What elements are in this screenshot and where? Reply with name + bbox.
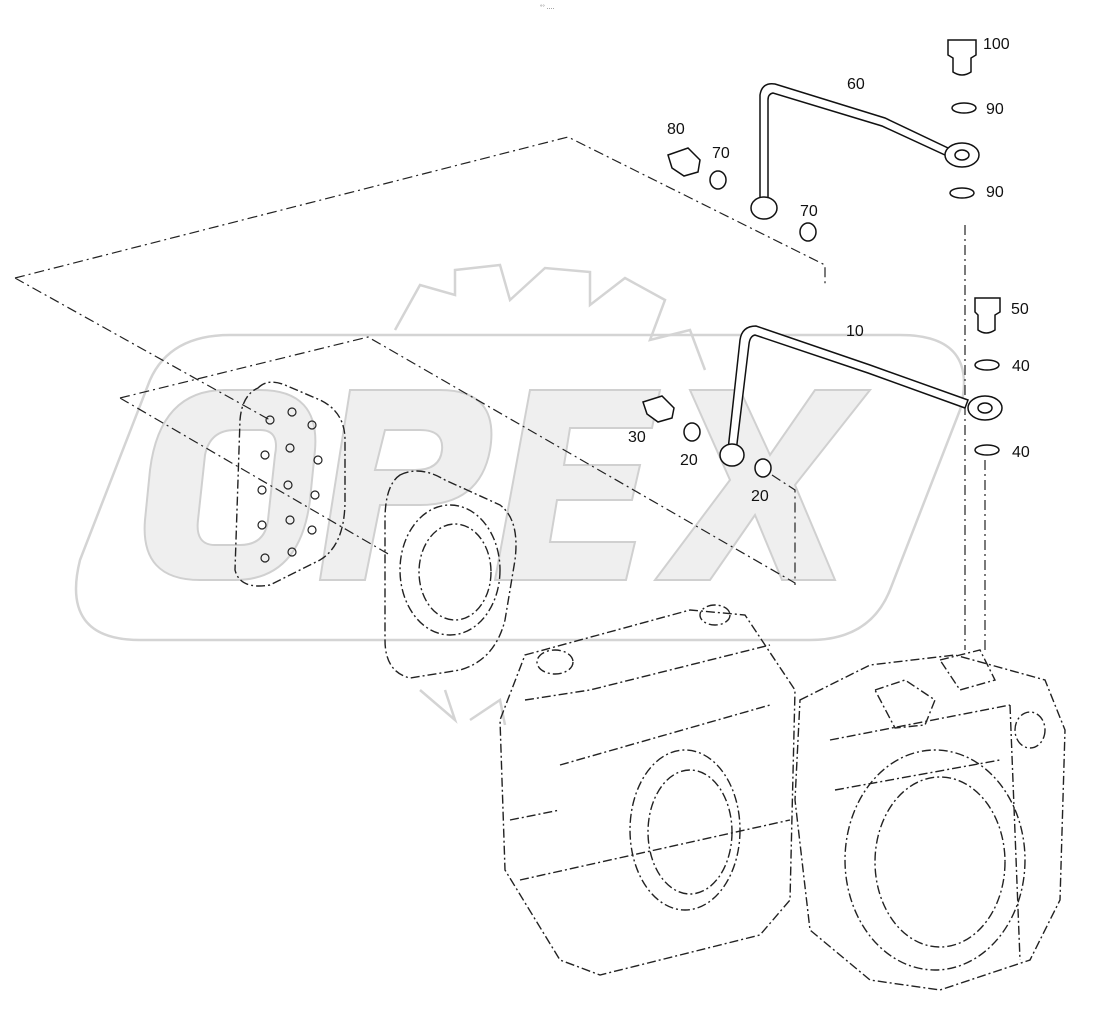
washer-40-lower: [974, 444, 1000, 456]
watermark-outline: [74, 333, 966, 642]
watermark-letter-o: [143, 389, 317, 581]
casing-left-bore-inner: [647, 769, 733, 895]
callout-90-lower: 90: [986, 184, 1004, 201]
casing-left-top-edge: [509, 644, 791, 881]
header-mark: °° ‥‥: [540, 5, 554, 11]
callout-30: 30: [628, 429, 646, 446]
washer-90-upper: [951, 102, 977, 114]
pipe-60-banjo-right-hole: [954, 149, 970, 161]
guide-plane-lower: [119, 336, 796, 584]
casing-right-bore-outer: [844, 749, 1026, 971]
bearing-bore-outer: [399, 504, 501, 636]
cover-plate-outline: [234, 381, 346, 587]
callout-40-upper: 40: [1012, 358, 1030, 375]
callout-40-lower: 40: [1012, 444, 1030, 461]
callout-60: 60: [847, 76, 865, 93]
assembly-guide-lines: [14, 136, 986, 650]
cover-plate-bolt-holes: [257, 407, 323, 563]
washer-40-upper: [974, 359, 1000, 371]
bolt-30: [642, 395, 675, 423]
casing-left-bore: [629, 749, 741, 911]
pipe-60: [759, 82, 949, 206]
pipe-10: [727, 325, 969, 453]
bearing-housing: [384, 470, 517, 679]
watermark-letter-x: [653, 389, 873, 581]
bearing-housing-outline: [384, 470, 517, 679]
guide-plane-upper: [14, 136, 826, 421]
washer-70-left: [709, 170, 727, 190]
casing-mount-boss-left: [536, 649, 574, 675]
bolt-80: [667, 147, 701, 177]
guide-line-20: [771, 474, 796, 585]
washer-20-left: [683, 422, 701, 442]
watermark-letter-p: [318, 389, 493, 581]
callout-90-upper: 90: [986, 101, 1004, 118]
callout-70-left: 70: [712, 145, 730, 162]
watermark-letters: [143, 389, 873, 581]
casing-mount-boss-right: [1014, 711, 1046, 749]
bolt-100: [947, 39, 977, 76]
pipe-assembly-lower: [642, 297, 1003, 478]
casing-mount-boss-mid: [699, 604, 731, 626]
bolt-50: [974, 297, 1001, 334]
pipe-assembly-upper: [667, 39, 980, 242]
pipe-10-banjo-right-hole: [977, 402, 993, 414]
casing-left-block: [499, 609, 796, 976]
cover-plate: [234, 381, 346, 587]
pipe-10-banjo-left: [719, 443, 745, 467]
washer-20-right: [754, 458, 772, 478]
callout-100: 100: [983, 36, 1010, 53]
casing-right-bore-inner: [874, 776, 1006, 948]
gearbox-casing: [499, 604, 1066, 991]
bearing-bore-inner: [418, 523, 492, 621]
casing-right-edges: [829, 704, 1021, 961]
watermark-gear: [393, 263, 707, 726]
callout-80: 80: [667, 121, 685, 138]
washer-70-right: [799, 222, 817, 242]
callout-20-right: 20: [751, 488, 769, 505]
callout-10: 10: [846, 323, 864, 340]
opex-watermark-logo: [74, 263, 966, 726]
watermark-letter-e: [493, 389, 662, 581]
casing-right-block: [794, 654, 1066, 991]
callout-70-right: 70: [800, 203, 818, 220]
washer-90-lower: [949, 187, 975, 199]
casing-top-fittings: [873, 649, 997, 729]
callout-labels: 100 60 90 90 80 70 70 50 10 40 40 30 20 …: [628, 36, 1030, 505]
callout-50: 50: [1011, 301, 1029, 318]
callout-20-left: 20: [680, 452, 698, 469]
pipe-60-banjo-left: [750, 196, 778, 220]
